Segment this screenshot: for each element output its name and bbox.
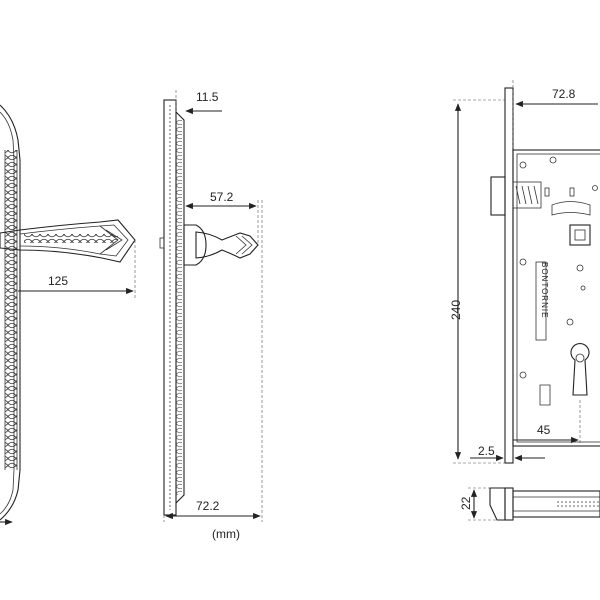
units-label: (mm) — [212, 527, 240, 541]
dim-label-57-2: 57.2 — [210, 190, 234, 204]
lever-ornament — [24, 234, 118, 243]
screw-2 — [519, 258, 527, 266]
backplate-outline — [0, 104, 21, 521]
spindle-follower — [569, 224, 591, 246]
decorative-border — [5, 150, 17, 470]
dim-label-11-5: 11.5 — [196, 90, 219, 104]
dim-label-72-8: 72.8 — [552, 87, 576, 101]
mortise-lock-body: BONTORNIE 72.8 240 45 2.5 — [449, 80, 600, 464]
faceplate — [504, 87, 514, 464]
faceplate-profile — [489, 487, 506, 521]
lever-handle — [0, 219, 136, 263]
faceplate-section-view: 22 — [459, 487, 600, 521]
rose-profile — [183, 224, 207, 266]
side-view-handle: 11.5 57.2 72.2 (mm) — [159, 90, 263, 541]
brand-engraving: BONTORNIE — [540, 262, 549, 318]
screw-3 — [519, 371, 527, 379]
lever-side-profile — [195, 231, 259, 259]
front-view-handle: 125 — [0, 104, 136, 526]
dim-label-22: 22 — [459, 496, 473, 510]
dim-label-240: 240 — [449, 300, 463, 320]
dim-label-125: 125 — [48, 274, 68, 288]
dim-label-45: 45 — [537, 423, 551, 437]
screw-1 — [519, 161, 527, 169]
dim-label-2-5: 2.5 — [478, 444, 495, 458]
screw-4 — [566, 318, 574, 326]
lock-case — [512, 149, 600, 447]
latch-bolt — [490, 176, 506, 216]
dim-label-72-2: 72.2 — [196, 499, 220, 513]
cylinder-hole — [570, 343, 590, 396]
screw-5 — [576, 264, 584, 272]
